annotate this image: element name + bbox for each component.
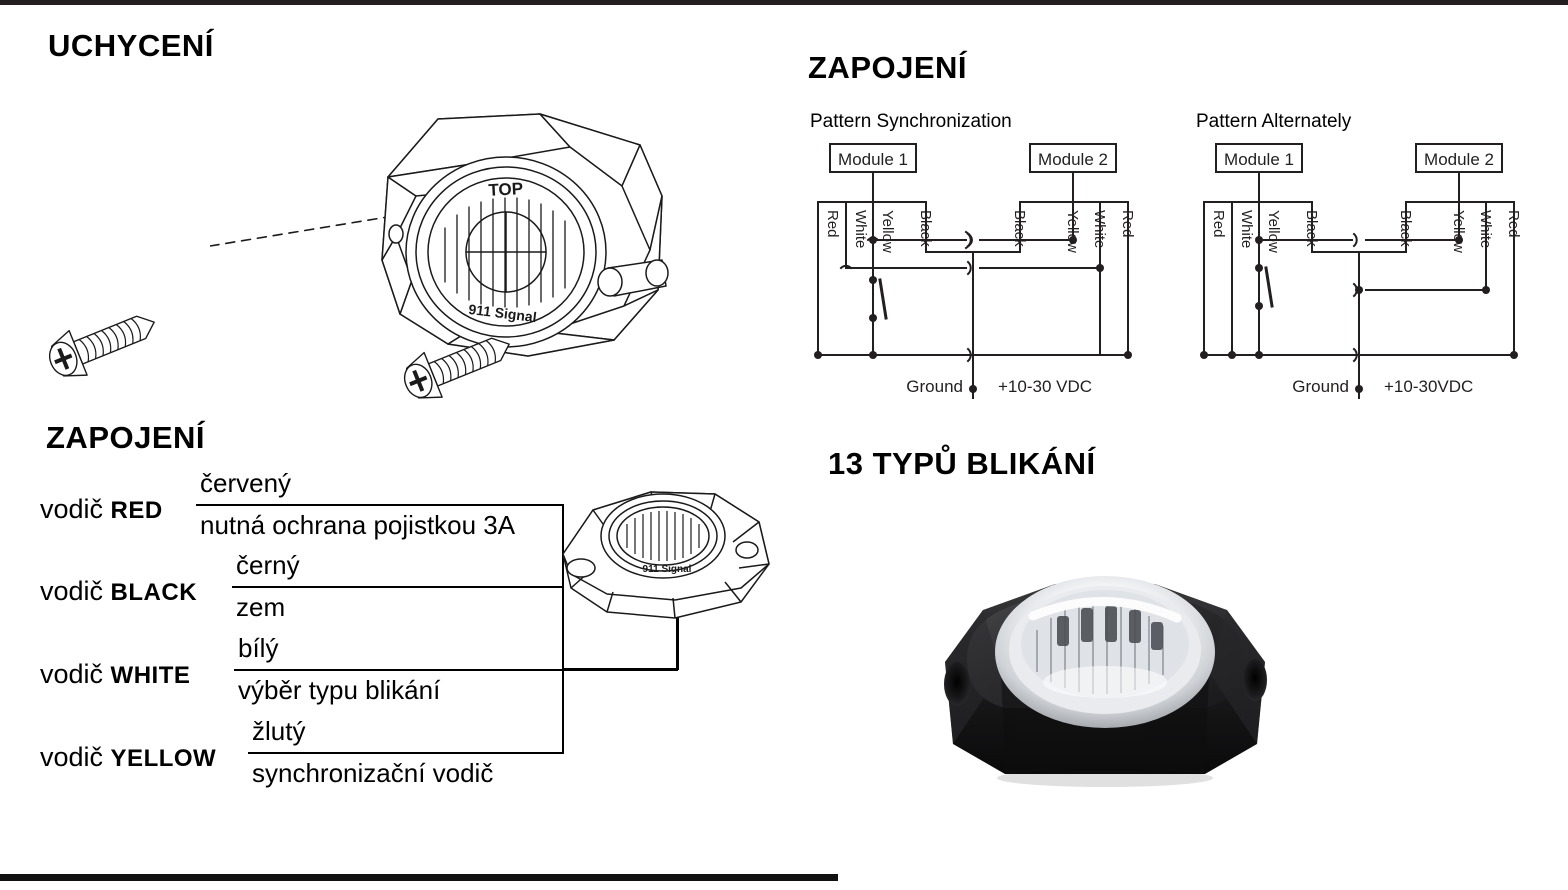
svg-text:Black: Black xyxy=(1397,210,1414,247)
svg-text:White: White xyxy=(1477,210,1494,248)
svg-text:White: White xyxy=(1238,210,1255,248)
product-outline-illustration: 911 Signal xyxy=(555,488,780,638)
black-led-strobe-lamp-photo xyxy=(905,512,1305,802)
svg-text:Red: Red xyxy=(1119,210,1136,238)
svg-text:White: White xyxy=(852,210,869,248)
wire-row-rule xyxy=(196,504,564,506)
svg-text:White: White xyxy=(1091,210,1108,248)
wire-color-cs: žlutý xyxy=(252,716,306,746)
svg-text:Ground: Ground xyxy=(906,377,963,396)
exploded-mounting-illustration: TOP 911 Signal xyxy=(210,100,680,400)
wiring-table-heading: ZAPOJENÍ xyxy=(46,420,206,455)
wire-function-cs: nutná ochrana pojistkou 3A xyxy=(200,510,516,540)
wire-color-cs: černý xyxy=(236,550,300,580)
wire-color-name-en: YELLOW xyxy=(110,745,217,772)
svg-text:+10-30 VDC: +10-30 VDC xyxy=(998,377,1092,396)
svg-text:911 Signal: 911 Signal xyxy=(643,564,692,575)
wire-color-name-en: RED xyxy=(110,497,163,524)
bracket-stub-to-product xyxy=(562,668,678,671)
wire-color-cs: bílý xyxy=(238,633,279,663)
svg-text:Black: Black xyxy=(917,210,934,247)
svg-text:Black: Black xyxy=(1011,210,1028,247)
diagram-title-alternately: Pattern Alternately xyxy=(1196,111,1352,132)
wire-lead-prefix: vodič xyxy=(40,494,104,524)
svg-text:Module 1: Module 1 xyxy=(838,150,908,169)
table-row: vodič WHITE bílý výběr typu blikání xyxy=(40,633,600,713)
svg-text:Red: Red xyxy=(824,210,841,238)
wiring-schematic-synchronization: Module 1 Module 2 xyxy=(808,140,1158,415)
table-row: vodič BLACK černý zem xyxy=(40,550,600,630)
wire-lead-prefix: vodič xyxy=(40,576,104,606)
mounting-screw-icon xyxy=(395,322,525,406)
svg-text:Yellow: Yellow xyxy=(1450,210,1467,253)
wire-function-table: vodič RED červený nutná ochrana pojistko… xyxy=(40,468,679,808)
svg-text:Ground: Ground xyxy=(1292,377,1349,396)
wire-function-cs: zem xyxy=(236,592,286,622)
bracket-spine xyxy=(562,504,564,752)
bracket-riser-to-product xyxy=(676,598,679,670)
svg-text:Yellow: Yellow xyxy=(879,210,896,253)
svg-text:Yellow: Yellow xyxy=(1064,210,1081,253)
wire-row-label: vodič YELLOW xyxy=(40,744,216,771)
wire-row-label: vodič BLACK xyxy=(40,578,197,605)
wire-lead-prefix: vodič xyxy=(40,742,104,772)
svg-text:Red: Red xyxy=(1505,210,1522,238)
svg-text:+10-30VDC: +10-30VDC xyxy=(1384,377,1473,396)
wire-row-label: vodič WHITE xyxy=(40,661,190,688)
wire-function-cs: výběr typu blikání xyxy=(238,675,441,705)
flash-patterns-heading: 13 TYPŮ BLIKÁNÍ xyxy=(828,446,1096,481)
wire-color-cs: červený xyxy=(200,468,292,498)
svg-text:Module 2: Module 2 xyxy=(1424,150,1494,169)
wire-row-rule xyxy=(248,752,564,754)
diagram-title-synchronization: Pattern Synchronization xyxy=(810,111,1012,132)
connection-heading: ZAPOJENÍ xyxy=(808,50,968,85)
mounting-screw-icon xyxy=(40,300,170,384)
bottom-divider-rule xyxy=(0,874,838,881)
svg-text:Yellow: Yellow xyxy=(1265,210,1282,253)
table-row: vodič RED červený nutná ochrana pojistko… xyxy=(40,468,600,548)
wire-row-label: vodič RED xyxy=(40,496,163,523)
wire-row-rule xyxy=(232,586,564,588)
svg-text:Module 2: Module 2 xyxy=(1038,150,1108,169)
wire-row-rule xyxy=(234,669,564,671)
wire-color-name-en: WHITE xyxy=(110,662,191,689)
svg-text:Red: Red xyxy=(1210,210,1227,238)
table-row: vodič YELLOW žlutý synchronizační vodič xyxy=(40,716,600,796)
mounting-heading: UCHYCENÍ xyxy=(48,28,214,63)
svg-text:TOP: TOP xyxy=(488,179,524,200)
wire-lead-prefix: vodič xyxy=(40,659,104,689)
wire-color-name-en: BLACK xyxy=(110,579,198,606)
wiring-schematic-alternately: Module 1 Module 2 xyxy=(1194,140,1544,415)
svg-text:Module 1: Module 1 xyxy=(1224,150,1294,169)
wire-function-cs: synchronizační vodič xyxy=(252,758,494,788)
top-divider-rule xyxy=(0,0,1568,5)
svg-text:Black: Black xyxy=(1303,210,1320,247)
